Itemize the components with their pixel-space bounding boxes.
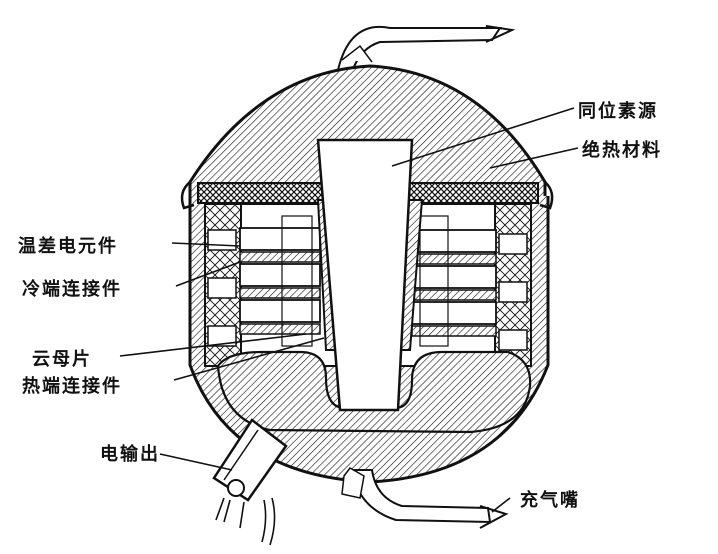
label-electrical-output: 电输出 (100, 444, 160, 465)
label-hot-end-connector: 热端连接件 (22, 376, 122, 397)
leader-lines (119, 107, 579, 513)
label-isotope-source: 同位素源 (578, 101, 658, 122)
right-insulation-column (494, 203, 532, 367)
bottom-insulation-block (216, 350, 532, 434)
right-thermoelectric-stack (411, 215, 497, 347)
mounting-lugs (180, 181, 554, 210)
bottom-pipe (341, 467, 509, 529)
top-pipe (336, 25, 516, 74)
label-insulation: 绝热材料 (582, 140, 662, 161)
electrical-output-connector (212, 418, 288, 546)
label-cold-end-connector: 冷端连接件 (22, 279, 122, 300)
isotope-source-block (316, 138, 414, 412)
label-gas-fill-nozzle: 充气嘴 (520, 490, 580, 511)
label-thermoelectric-element: 温差电元件 (18, 236, 118, 257)
left-thermoelectric-stack (239, 215, 321, 347)
label-mica-sheet: 云母片 (32, 349, 92, 370)
